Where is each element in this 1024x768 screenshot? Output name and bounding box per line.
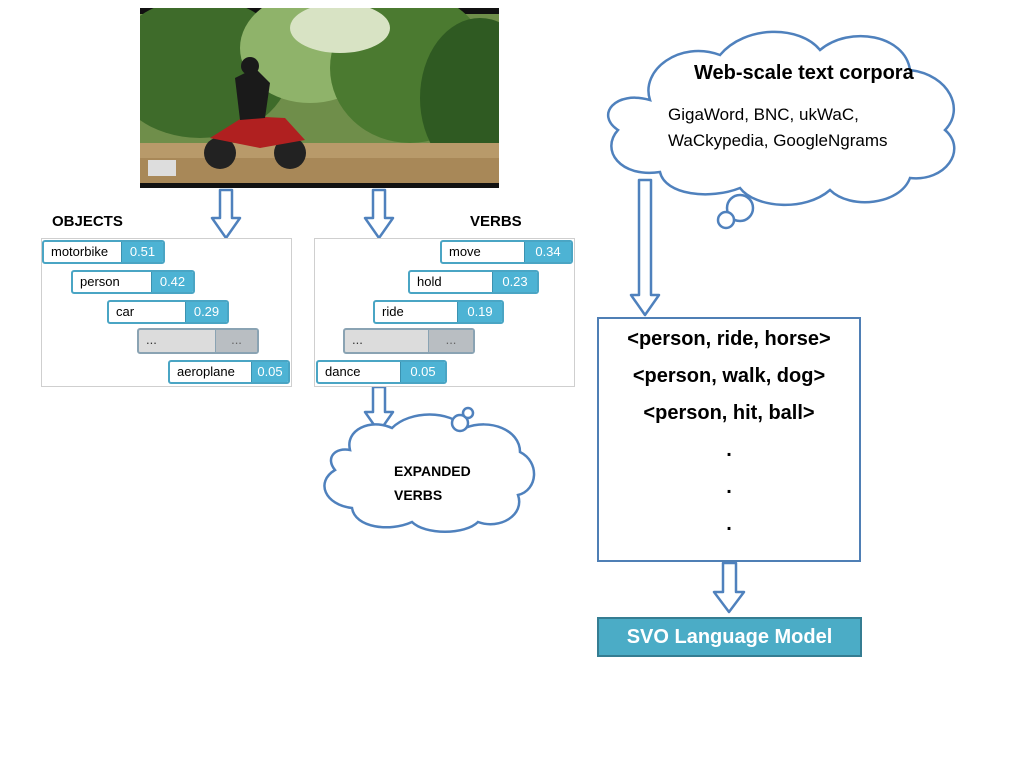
- verb-score: 0.23: [492, 272, 537, 292]
- expanded-verbs-label: EXPANDED VERBS: [394, 459, 471, 507]
- arrow-verbs-to-expanded: [363, 385, 395, 434]
- verb-label: move: [449, 244, 481, 259]
- corpora-line-2: WaCkypedia, GoogleNgrams: [668, 131, 888, 150]
- video-frame-picture: [140, 8, 499, 188]
- object-item: motorbike 0.51: [42, 240, 165, 264]
- object-label: car: [116, 304, 135, 319]
- svo-continuation-dot: .: [726, 513, 732, 535]
- verb-score: 0.05: [400, 362, 445, 382]
- objects-heading: OBJECTS: [52, 213, 123, 230]
- verbs-heading: VERBS: [470, 213, 522, 230]
- expanded-cloud-bubble-large: [450, 413, 470, 433]
- arrow-svo-to-model: [712, 561, 746, 614]
- corpora-cloud-bubble-small: [716, 210, 736, 230]
- corpora-list: GigaWord, BNC, ukWaC, WaCkypedia, Google…: [668, 102, 888, 154]
- object-label: motorbike: [51, 244, 109, 259]
- arrow-video-to-objects: [210, 188, 242, 240]
- svo-triple: <person, hit, ball>: [643, 402, 815, 424]
- object-score: 0.29: [185, 302, 227, 322]
- object-label: ...: [146, 332, 157, 347]
- verb-label: ...: [352, 332, 363, 347]
- expanded-cloud-bubble-small: [461, 406, 475, 420]
- expanded-cloud: [323, 413, 536, 533]
- object-item-ellipsis: ... ...: [137, 328, 259, 354]
- object-label: person: [80, 274, 120, 289]
- object-score: ...: [215, 330, 257, 352]
- verb-item: move 0.34: [440, 240, 573, 264]
- object-label: aeroplane: [177, 364, 235, 379]
- object-item: aeroplane 0.05: [168, 360, 290, 384]
- verb-label: ride: [382, 304, 404, 319]
- object-score: 0.51: [121, 242, 163, 262]
- verb-item: ride 0.19: [373, 300, 504, 324]
- svo-continuation-dot: .: [726, 476, 732, 498]
- arrow-video-to-verbs: [363, 188, 395, 240]
- object-score: 0.42: [151, 272, 193, 292]
- verb-score: 0.19: [457, 302, 502, 322]
- object-score: 0.05: [251, 362, 288, 382]
- corpora-cloud-bubble-large: [725, 193, 755, 223]
- arrow-corpora-to-svo: [629, 178, 661, 317]
- verb-score: ...: [428, 330, 473, 352]
- verb-label: dance: [325, 364, 361, 379]
- corpora-title: Web-scale text corpora: [694, 62, 914, 84]
- verb-item: dance 0.05: [316, 360, 447, 384]
- object-item: person 0.42: [71, 270, 195, 294]
- svo-continuation-dot: .: [726, 439, 732, 461]
- svo-triples-box: <person, ride, horse> <person, walk, dog…: [597, 317, 861, 562]
- corpora-cloud: [606, 30, 956, 207]
- expanded-line-1: EXPANDED: [394, 463, 471, 479]
- verb-score: 0.34: [524, 242, 571, 262]
- svo-triple: <person, ride, horse>: [627, 328, 831, 350]
- svo-triple: <person, walk, dog>: [632, 365, 826, 387]
- verb-label: hold: [417, 274, 442, 289]
- object-item: car 0.29: [107, 300, 229, 324]
- verb-item: hold 0.23: [408, 270, 539, 294]
- verb-item-ellipsis: ... ...: [343, 328, 475, 354]
- svo-language-model: SVO Language Model: [597, 617, 862, 657]
- expanded-line-2: VERBS: [394, 487, 443, 503]
- video-frame: [140, 8, 499, 188]
- corpora-line-1: GigaWord, BNC, ukWaC,: [668, 105, 859, 124]
